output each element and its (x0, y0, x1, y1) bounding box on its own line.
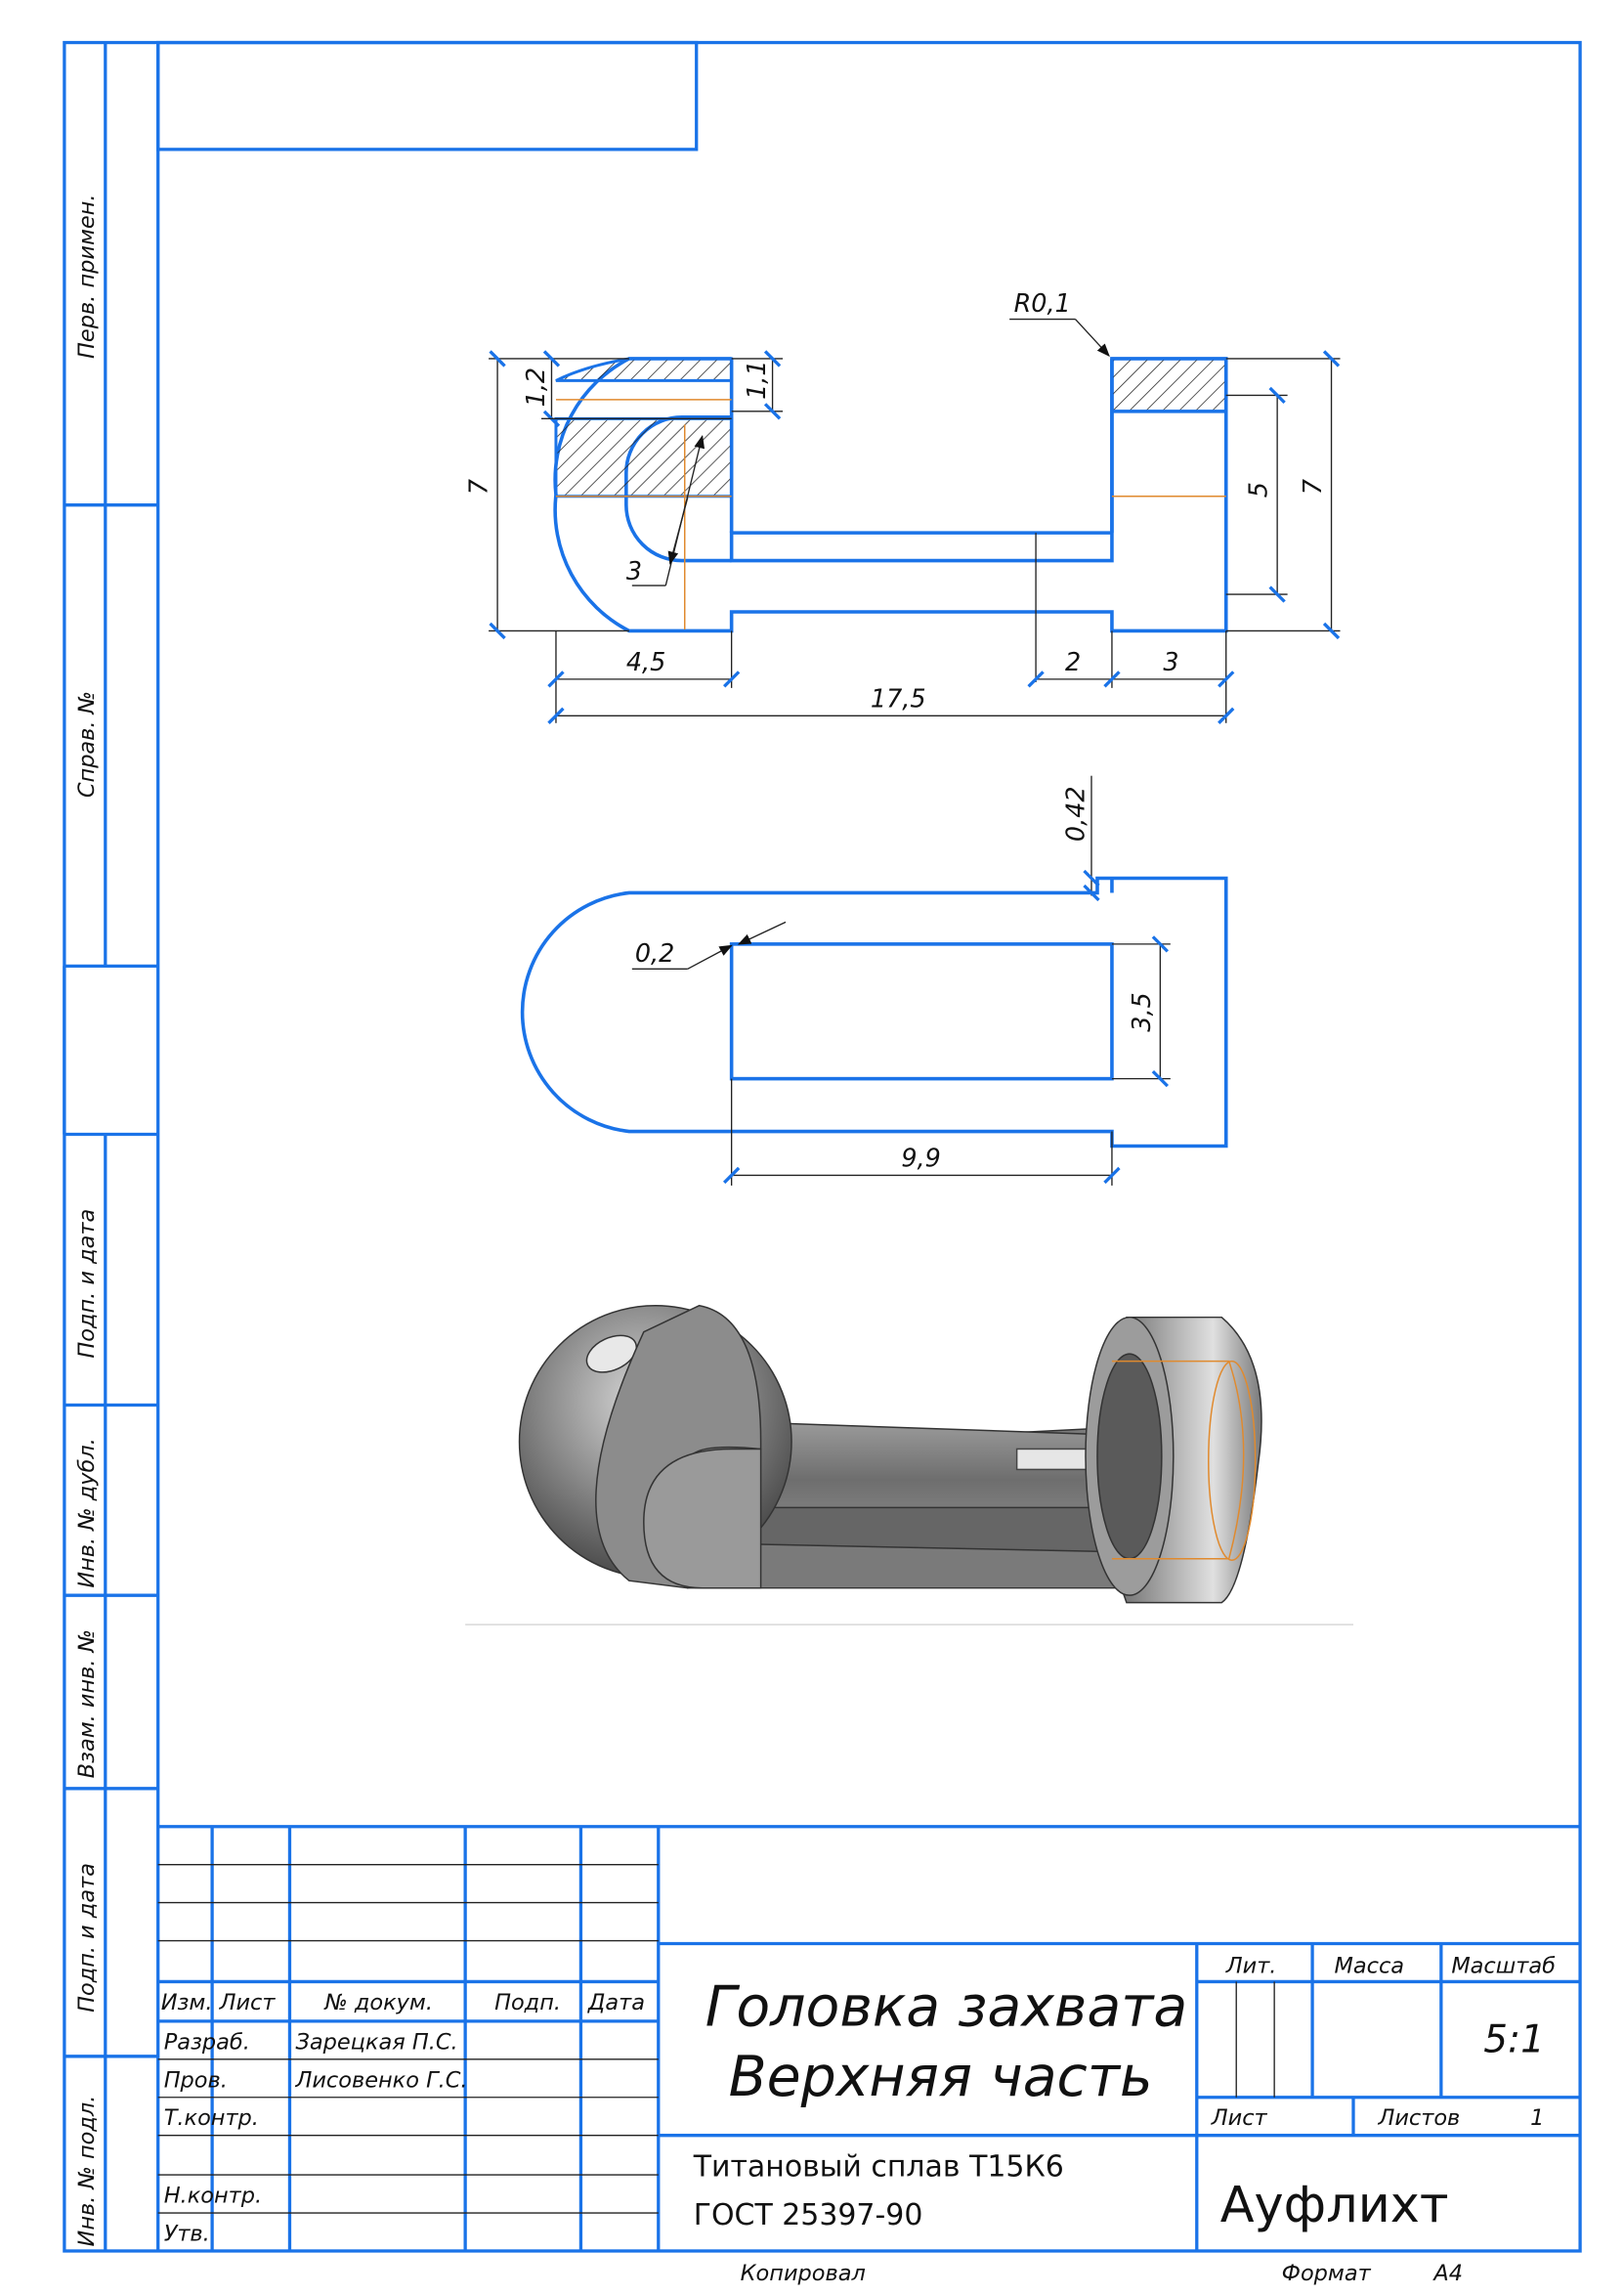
side-strip: Перв. примен. Справ. № Подп. и дата Инв.… (74, 195, 100, 2247)
isometric-view (465, 1304, 1353, 1626)
hatch-left-top (555, 357, 734, 382)
dim-1-1: 1,1 (743, 360, 772, 399)
stamp-scale: Масштаб (1451, 1953, 1556, 1978)
stamp-col-list: Лист (219, 1990, 277, 2015)
dim-3-radius: 3 (626, 557, 642, 586)
top-view: 7 1,2 1,1 3 R0,1 4,5 (465, 289, 1341, 724)
side-inv-dubl: Инв. № дубл. (74, 1438, 100, 1588)
dim-3: 3 (1163, 648, 1178, 677)
dim-0-42: 0,42 (1061, 786, 1090, 842)
dim-1-2: 1,2 (522, 368, 551, 407)
drawing-title-1: Головка захвата (705, 1974, 1188, 2039)
side-podp-data-2: Подп. и дата (74, 1863, 100, 2013)
stamp-row-prov: Пров. (164, 2067, 228, 2093)
stamp-sheet: Лист (1211, 2105, 1268, 2131)
dim-17-5: 17,5 (871, 684, 926, 714)
dim-r0-1: R0,1 (1014, 289, 1071, 319)
sheets-count: 1 (1530, 2105, 1544, 2131)
stamp-razrab-name: Зарецкая П.С. (295, 2029, 457, 2055)
stamp-col-date: Дата (587, 1990, 645, 2015)
stamp-row-nkontr: Н.контр. (164, 2184, 262, 2209)
stamp-row-tkontr: Т.контр. (164, 2105, 259, 2131)
stamp-row-utv: Утв. (164, 2221, 210, 2246)
dim-7-left: 7 (465, 479, 494, 495)
dim-7-right: 7 (1299, 479, 1328, 495)
dim-5: 5 (1245, 482, 1274, 498)
dim-0-2: 0,2 (635, 939, 674, 969)
stamp-format-value: А4 (1432, 2261, 1463, 2286)
stamp-col-izm: Изм. (161, 1990, 213, 2015)
section-view: 0,42 0,2 3,5 9,9 (520, 775, 1228, 1186)
stamp-sheets: Листов (1377, 2105, 1460, 2131)
side-vzam-inv: Взам. инв. № (74, 1629, 100, 1778)
side-inv-podl: Инв. № подл. (74, 2096, 100, 2247)
title-block: Изм. Лист № докум. Подп. Дата Разраб. За… (157, 1825, 1581, 2286)
organization: Ауфлихт (1220, 2177, 1449, 2234)
stamp-prov-name: Лисовенко Г.С. (294, 2067, 467, 2093)
stamp-copied: Копировал (741, 2261, 866, 2286)
stamp-format-label: Формат (1282, 2261, 1372, 2286)
scale-value: 5:1 (1483, 2017, 1545, 2061)
stamp-row-razrab: Разраб. (164, 2029, 250, 2055)
stamp-col-sign: Подп. (494, 1990, 561, 2015)
side-perv-primen: Перв. примен. (74, 195, 100, 359)
outer-frame (63, 40, 1582, 2253)
drawing-title-2: Верхняя часть (729, 2045, 1153, 2109)
material-line-1: Титановый сплав Т15К6 (693, 2150, 1064, 2185)
dim-2: 2 (1065, 648, 1081, 677)
stamp-mass: Масса (1335, 1953, 1405, 1978)
hatch-left-mid (554, 416, 734, 498)
side-sprav-no: Справ. № (74, 691, 100, 798)
material-line-2: ГОСТ 25397-90 (694, 2198, 923, 2232)
side-podp-data-1: Подп. и дата (74, 1209, 100, 1359)
dim-4-5: 4,5 (626, 648, 665, 677)
dim-3-5: 3,5 (1128, 992, 1157, 1031)
hatch-right (1110, 357, 1228, 413)
dim-9-9: 9,9 (901, 1144, 940, 1173)
stamp-col-doc: № докум. (323, 1990, 433, 2015)
stamp-lit: Лит. (1225, 1953, 1277, 1978)
